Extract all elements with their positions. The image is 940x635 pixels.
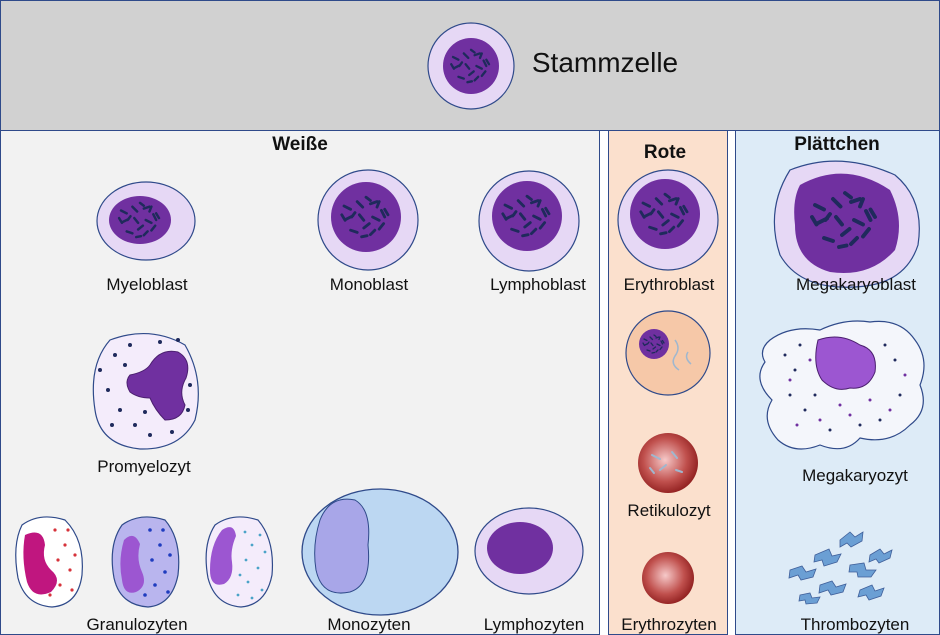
label-monozyten: Monozyten: [327, 615, 411, 634]
lymphocyte-icon: [474, 507, 584, 595]
megakaryocyte-icon: [759, 320, 925, 450]
erythroblast-icon: [617, 169, 719, 271]
lymphoblast-icon: [478, 170, 580, 272]
label-promyelozyt: Promyelozyt: [97, 457, 191, 476]
label-megakaryoblast: Megakaryoblast: [795, 275, 917, 294]
reticulocyte-icon: [638, 433, 698, 493]
myeloblast-icon: [96, 181, 196, 261]
monoblast-icon: [317, 169, 419, 271]
label-monoblast: Monoblast: [329, 275, 409, 294]
section-header-red: Rote: [643, 142, 687, 163]
label-megakaryozyt: Megakaryozyt: [802, 466, 908, 485]
label-erythroblast: Erythroblast: [623, 275, 715, 294]
nucleated-erythroid-icon: [625, 310, 711, 396]
section-header-white: Weiße: [272, 134, 328, 155]
promyelocyte-icon: [92, 332, 199, 450]
label-retikulozyt: Retikulozyt: [627, 501, 711, 520]
label-erythrozyten: Erythrozyten: [621, 615, 717, 634]
section-header-platelets: Plättchen: [794, 134, 880, 155]
megakaryoblast-icon: [773, 160, 920, 288]
granulocyte-icons: [15, 516, 274, 608]
label-myeloblast: Myeloblast: [106, 275, 188, 294]
label-lymphoblast: Lymphoblast: [490, 275, 586, 294]
thrombocyte-icons: [788, 531, 893, 605]
label-lymphozyten: Lymphozyten: [483, 615, 585, 634]
stem-cell-label: Stammzelle: [531, 47, 679, 78]
label-granulozyten: Granulozyten: [86, 615, 188, 634]
stem-cell-icon: [427, 22, 515, 110]
monocyte-icon: [301, 488, 459, 616]
label-thrombozyten: Thrombozyten: [800, 615, 910, 634]
erythrocyte-icon: [642, 552, 694, 604]
